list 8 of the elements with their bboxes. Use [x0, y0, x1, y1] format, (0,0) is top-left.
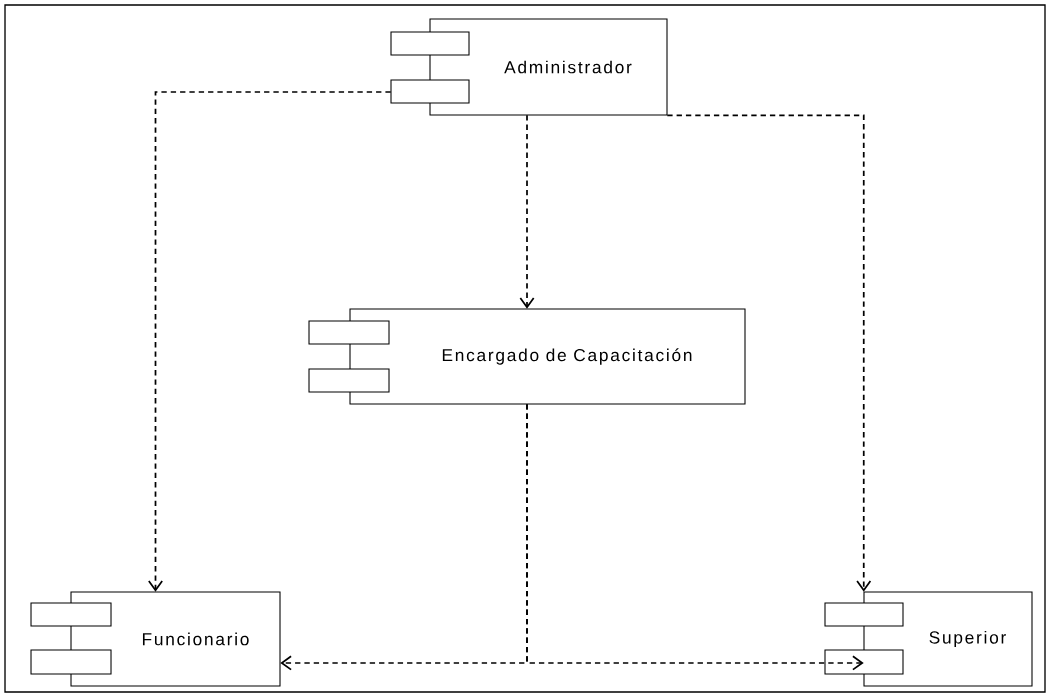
component-box: Superior [824, 591, 1033, 687]
arrow [666, 114, 872, 592]
arrow [526, 403, 864, 671]
component-box: Encargado de Capacitación [308, 308, 746, 405]
arrow [147, 91, 392, 592]
component-box: Administrador [390, 18, 668, 116]
component-box: Funcionario [30, 591, 281, 687]
arrow [519, 114, 535, 309]
